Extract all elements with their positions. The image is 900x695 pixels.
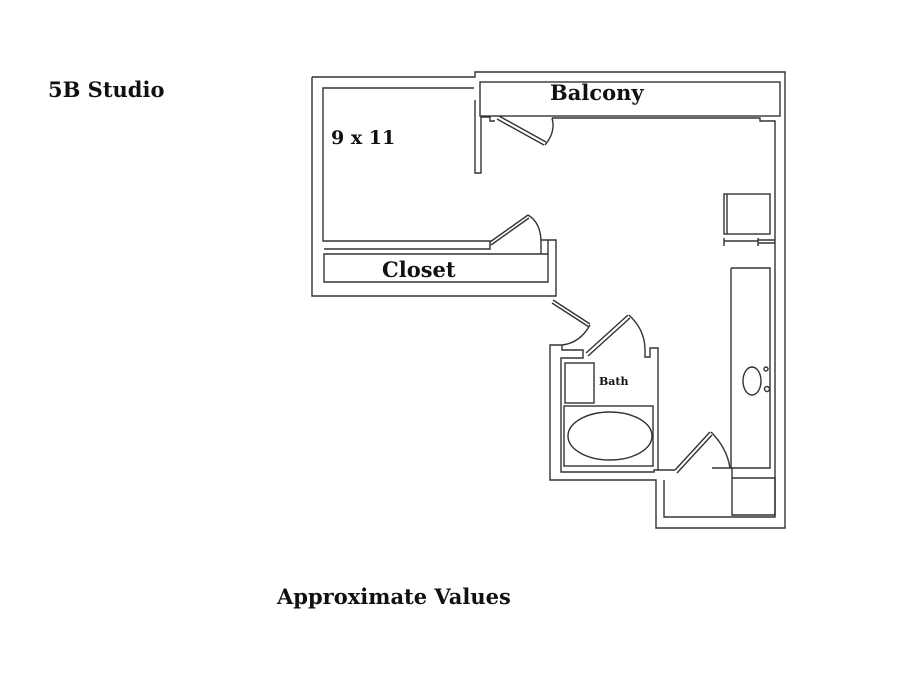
closet-door bbox=[489, 214, 542, 246]
entry-area bbox=[663, 477, 776, 518]
appliance bbox=[723, 193, 771, 235]
bath-door bbox=[585, 314, 646, 357]
counter bbox=[731, 267, 771, 469]
faucet-knob bbox=[763, 385, 771, 393]
outer-wall bbox=[312, 71, 786, 529]
faucet-knob bbox=[763, 366, 769, 372]
closet-label: Closet bbox=[382, 257, 456, 282]
footer-note: Approximate Values bbox=[276, 584, 511, 609]
entry-door bbox=[551, 299, 591, 346]
rod bbox=[723, 238, 775, 246]
bathtub bbox=[563, 405, 654, 467]
kitchen-door bbox=[674, 431, 731, 474]
balcony-label: Balcony bbox=[550, 80, 644, 105]
plan-title: 5B Studio bbox=[48, 77, 164, 102]
closet-wall bbox=[540, 240, 549, 254]
closet-area bbox=[323, 253, 549, 283]
balcony-area bbox=[479, 81, 781, 117]
wall-stub bbox=[474, 100, 495, 174]
bedroom-inner-wall bbox=[322, 87, 491, 250]
room-size: 9 x 11 bbox=[331, 127, 395, 149]
main-inner-wall bbox=[552, 117, 776, 516]
bath-wall bbox=[560, 345, 675, 473]
toilet bbox=[564, 362, 595, 404]
sink bbox=[742, 366, 762, 396]
tub-basin bbox=[567, 411, 653, 461]
balcony-door bbox=[496, 115, 554, 146]
bath-label: Bath bbox=[599, 375, 629, 388]
